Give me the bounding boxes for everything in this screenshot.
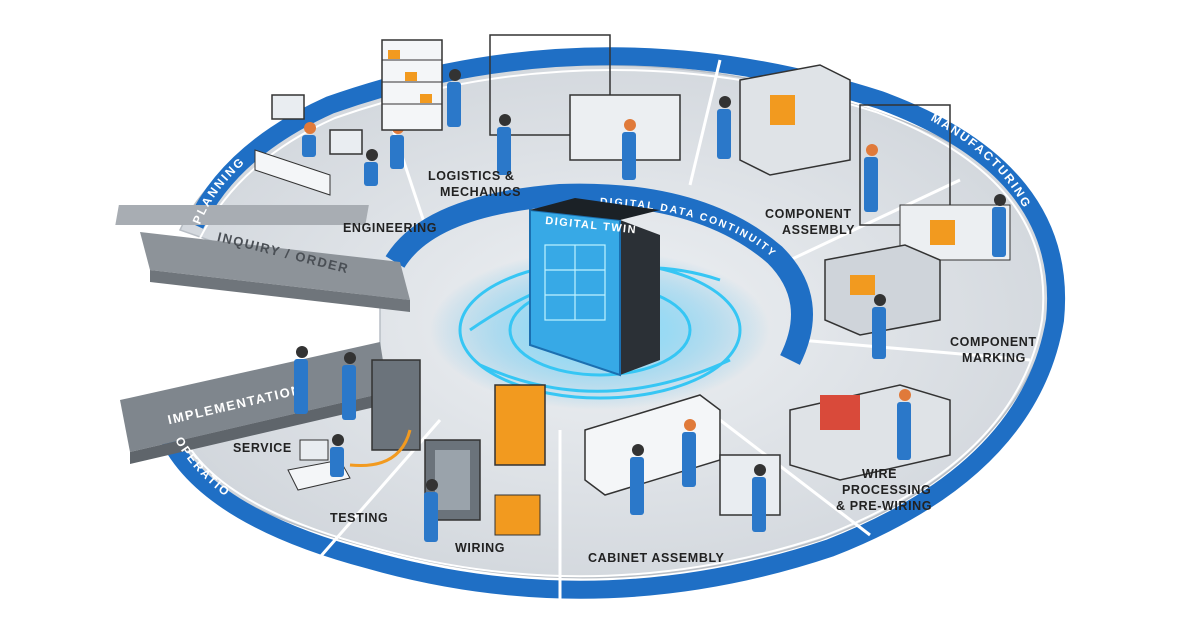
label-component-marking-line1: COMPONENT	[950, 335, 1037, 349]
wiring-station	[424, 384, 546, 542]
inquiry-slab	[115, 205, 410, 312]
worker-figure-icon	[632, 444, 644, 456]
label-component-assembly-line1: COMPONENT	[765, 207, 852, 221]
inner-blue-ring	[385, 183, 813, 365]
worker-figure-icon	[499, 114, 511, 126]
worker-figure-icon	[330, 447, 344, 477]
worker-figure-icon	[630, 457, 644, 515]
worker-figure-icon	[717, 109, 731, 159]
worker-figure-icon	[390, 135, 404, 169]
label-logistics-line2: MECHANICS	[440, 185, 521, 199]
implementation-slab	[120, 342, 388, 464]
label-testing: TESTING	[330, 511, 388, 525]
engineering-station	[254, 94, 404, 196]
twin-panel-grid	[544, 244, 606, 321]
workstation-monitor-icon	[329, 129, 363, 155]
label-service: SERVICE	[233, 441, 292, 455]
worker-figure-icon	[497, 127, 511, 175]
worker-figure-icon	[624, 119, 636, 131]
worker-figure-icon	[342, 365, 356, 420]
label-cabinet-assembly: CABINET ASSEMBLY	[588, 551, 725, 565]
label-component-assembly-line2: ASSEMBLY	[782, 223, 855, 237]
worker-figure-icon	[874, 294, 886, 306]
worker-figure-icon	[304, 122, 316, 134]
worker-figure-icon	[866, 144, 878, 156]
label-wire-line2: PROCESSING	[842, 483, 931, 497]
worker-figure-icon	[294, 359, 308, 414]
worker-figure-icon	[424, 492, 438, 542]
worker-figure-icon	[366, 149, 378, 161]
label-wiring: WIRING	[455, 541, 505, 555]
worker-figure-icon	[332, 434, 344, 446]
worker-figure-icon	[752, 477, 766, 532]
workstation-monitor-icon	[271, 94, 305, 120]
worker-figure-icon	[296, 346, 308, 358]
worker-figure-icon	[302, 135, 316, 157]
worker-figure-icon	[864, 157, 878, 212]
worker-figure-icon	[899, 389, 911, 401]
digital-twin: DIGITAL TWIN	[430, 198, 770, 410]
label-engineering: ENGINEERING	[343, 221, 437, 235]
worker-figure-icon	[994, 194, 1006, 206]
worker-figure-icon	[344, 352, 356, 364]
worker-figure-icon	[872, 307, 886, 359]
twin-cabinet-side	[620, 220, 660, 375]
worker-figure-icon	[754, 464, 766, 476]
station-labels: ENGINEERING LOGISTICS & MECHANICS COMPON…	[233, 169, 1037, 565]
industrial-machine-icon	[494, 384, 546, 466]
test-cable	[349, 429, 412, 468]
logistics-station	[381, 34, 681, 180]
worker-figure-icon	[992, 207, 1006, 257]
twin-cabinet-top	[530, 198, 660, 220]
industrial-machine-icon	[824, 244, 941, 336]
label-wire-line1: WIRE	[862, 467, 897, 481]
worker-figure-icon	[447, 82, 461, 127]
worker-figure-icon	[897, 402, 911, 460]
label-logistics-line1: LOGISTICS &	[428, 169, 514, 183]
worker-figure-icon	[684, 419, 696, 431]
wire-processing-station	[789, 384, 951, 481]
worker-figure-icon	[364, 162, 378, 186]
component-marking-station	[824, 244, 941, 359]
control-cabinet-icon	[371, 359, 421, 451]
label-component-marking-line2: MARKING	[962, 351, 1026, 365]
industrial-machine-icon	[489, 34, 611, 136]
worker-figure-icon	[719, 96, 731, 108]
worker-figure-icon	[426, 479, 438, 491]
worker-figure-icon	[682, 432, 696, 487]
worker-figure-icon	[622, 132, 636, 180]
cabinet-assembly-station	[584, 394, 781, 532]
worker-figure-icon	[449, 69, 461, 81]
workstation-monitor-icon	[299, 439, 329, 461]
testing-service-station	[287, 346, 421, 491]
label-wire-line3: & PRE-WIRING	[836, 499, 932, 513]
